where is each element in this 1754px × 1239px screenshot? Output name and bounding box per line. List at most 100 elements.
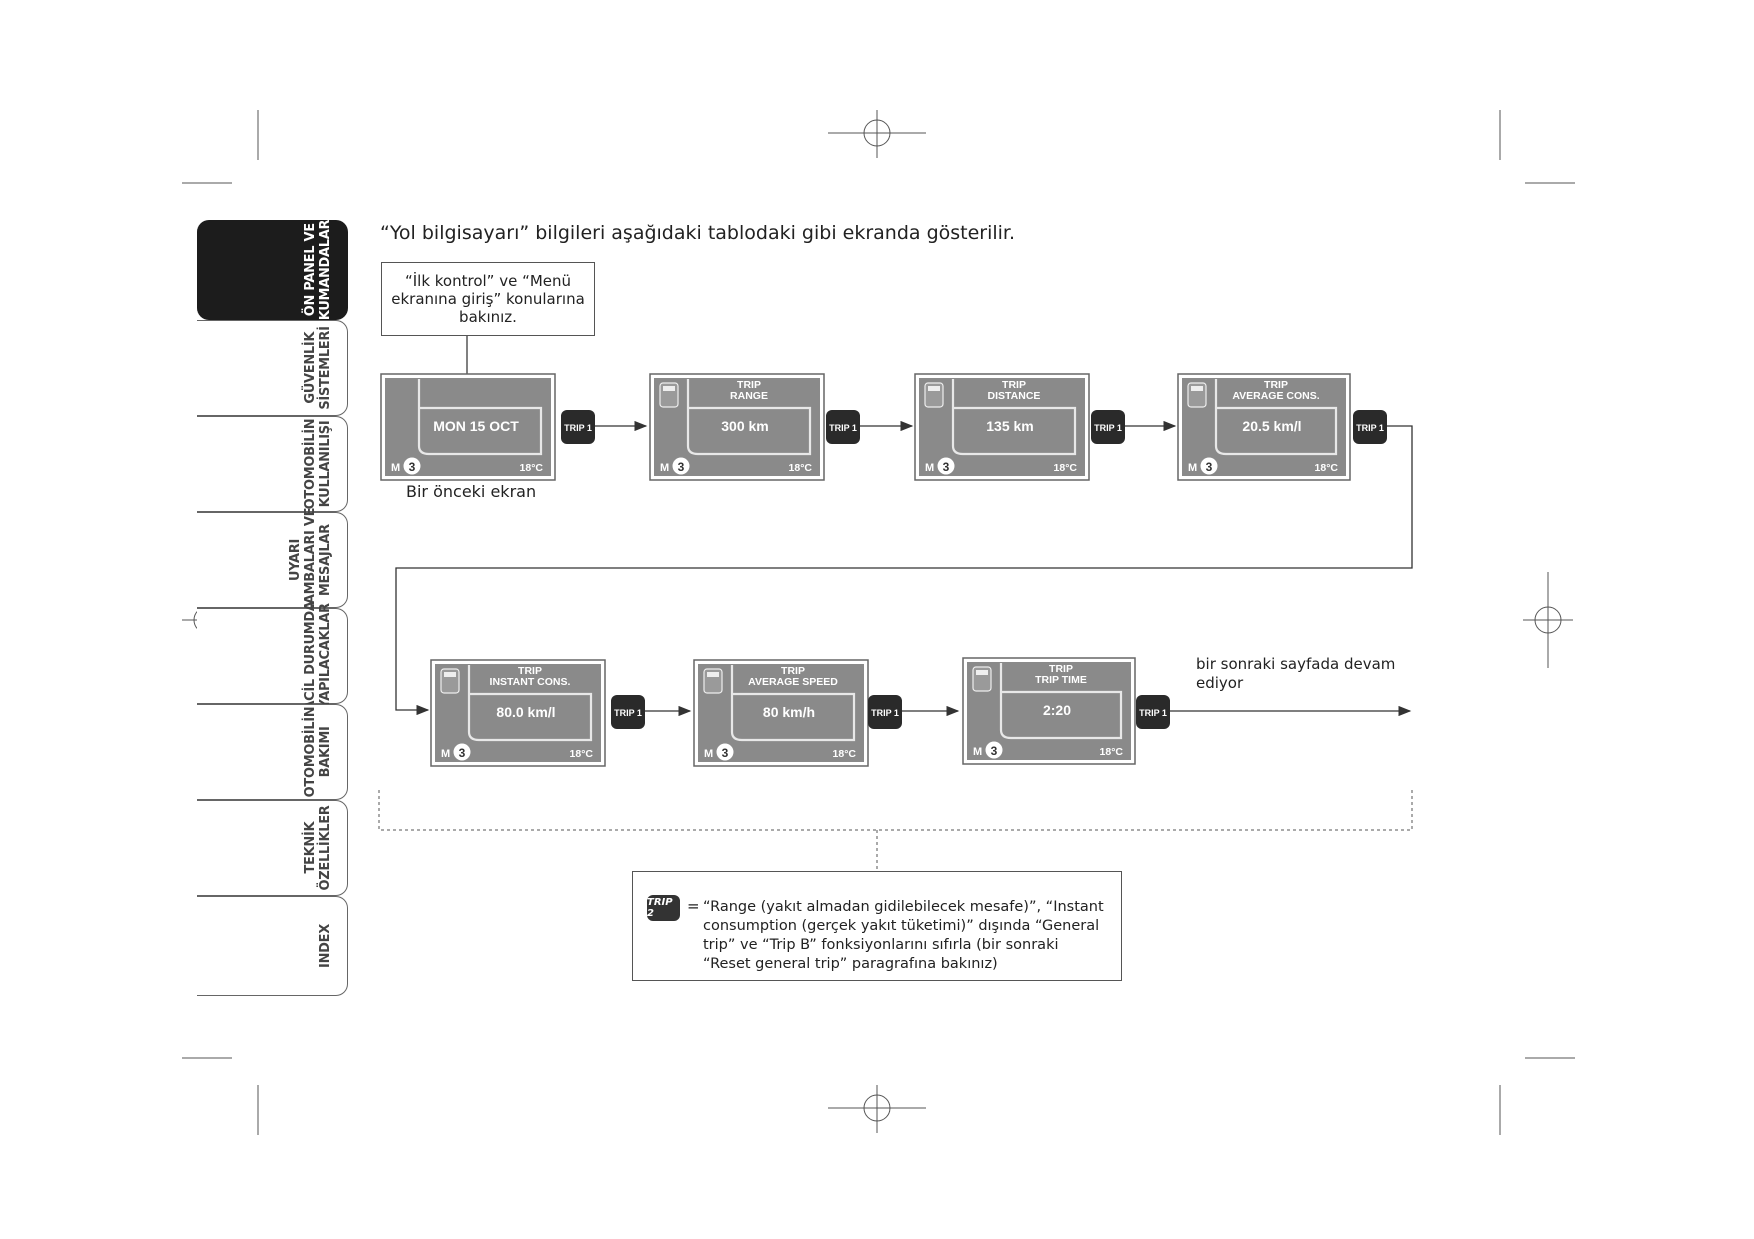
screen-mode: M <box>660 462 669 474</box>
trip1-button: TRIP 1 <box>1136 695 1170 729</box>
footnote-equals: = <box>687 897 700 915</box>
trip1-button: TRIP 1 <box>868 695 902 729</box>
trip1-button-label: TRIP 1 <box>614 708 642 718</box>
screen-temperature: 18°C <box>570 748 594 760</box>
wrap-connector <box>395 425 1413 716</box>
screen-mode: M <box>925 462 934 474</box>
screen-value: 80.0 km/l <box>496 704 555 720</box>
trip2-badge-icon: TRIP 2 <box>647 895 680 921</box>
screen-gear: 3 <box>722 746 729 760</box>
road-outline <box>417 379 543 456</box>
gear-circle-icon <box>403 457 421 475</box>
screen-value: 135 km <box>986 418 1033 434</box>
screen-title: TRIP <box>518 665 542 677</box>
road-outline <box>951 379 1077 456</box>
page-heading: “Yol bilgisayarı” bilgileri aşağıdaki ta… <box>380 222 1016 244</box>
screen-temperature: 18°C <box>520 462 544 474</box>
trip1-button: TRIP 1 <box>1091 410 1125 444</box>
screen-value: 300 km <box>721 418 768 434</box>
tab-index[interactable]: INDEX <box>197 896 348 996</box>
screen-title: AVERAGE CONS. <box>1232 390 1319 402</box>
screen-gear: 3 <box>1206 460 1213 474</box>
trip1-button-label: TRIP 1 <box>1356 423 1384 433</box>
continue-text: bir sonraki sayfada devam ediyor <box>1196 655 1396 692</box>
screen-title: TRIP <box>1049 663 1073 675</box>
screen-mode: M <box>704 748 713 760</box>
tab-label: INDEX <box>318 924 333 968</box>
trip-computer-icon-display <box>1191 386 1203 391</box>
trip1-button: TRIP 1 <box>611 695 645 729</box>
trip1-button-shape <box>611 695 645 729</box>
footnote-box: TRIP 2 = “Range (yakıt almadan gidilebil… <box>632 871 1122 981</box>
screen-mode: M <box>973 746 982 758</box>
trip-computer-icon-display <box>707 672 719 677</box>
dashed-bracket <box>378 790 1413 831</box>
screen-temperature: 18°C <box>1054 462 1078 474</box>
trip1-button-shape <box>826 410 860 444</box>
screen-temperature: 18°C <box>1315 462 1339 474</box>
previous-screen-caption: Bir önceki ekran <box>406 482 537 501</box>
screen-title: TRIP TIME <box>1035 674 1087 686</box>
gear-circle-icon <box>1200 457 1218 475</box>
road-outline <box>686 379 812 456</box>
gear-circle-icon <box>937 457 955 475</box>
screen-title: TRIP <box>781 665 805 677</box>
trip1-button: TRIP 1 <box>826 410 860 444</box>
trip1-button-shape <box>868 695 902 729</box>
gear-circle-icon <box>985 741 1003 759</box>
trip1-button-shape <box>1353 410 1387 444</box>
screen-value: 80 km/h <box>763 704 815 720</box>
trip1-button-shape <box>561 410 595 444</box>
trip-computer-icon-display <box>976 670 988 675</box>
road-outline <box>730 665 856 742</box>
screen-title: TRIP <box>1002 379 1026 391</box>
trip-computer-icon-display <box>444 672 456 677</box>
screen-gear: 3 <box>459 746 466 760</box>
screen-gear: 3 <box>991 744 998 758</box>
screen-mode: M <box>441 748 450 760</box>
screen-mode: M <box>1188 462 1197 474</box>
gear-circle-icon <box>453 743 471 761</box>
gear-circle-icon <box>716 743 734 761</box>
footnote-text: “Range (yakıt almadan gidilebilecek mesa… <box>703 899 1104 972</box>
trip1-button-shape <box>1136 695 1170 729</box>
trip1-button: TRIP 1 <box>1353 410 1387 444</box>
screen-temperature: 18°C <box>833 748 857 760</box>
screen-title: INSTANT CONS. <box>490 676 571 688</box>
trip1-button-label: TRIP 1 <box>871 708 899 718</box>
trip1-button: TRIP 1 <box>561 410 595 444</box>
trip1-button-label: TRIP 1 <box>1094 423 1122 433</box>
screen-title: TRIP <box>1264 379 1288 391</box>
screen-gear: 3 <box>409 460 416 474</box>
screen-value: 20.5 km/l <box>1242 418 1301 434</box>
screen-temperature: 18°C <box>789 462 813 474</box>
reference-note: “İlk kontrol” ve “Menü ekranına giriş” k… <box>381 262 595 336</box>
road-outline <box>999 663 1123 740</box>
trip-computer-icon-display <box>928 386 940 391</box>
screen-gear: 3 <box>678 460 685 474</box>
screen-title: RANGE <box>730 390 768 402</box>
screen-value: 2:20 <box>1043 702 1071 718</box>
screen-gear: 3 <box>943 460 950 474</box>
screen-mode: M <box>391 462 400 474</box>
